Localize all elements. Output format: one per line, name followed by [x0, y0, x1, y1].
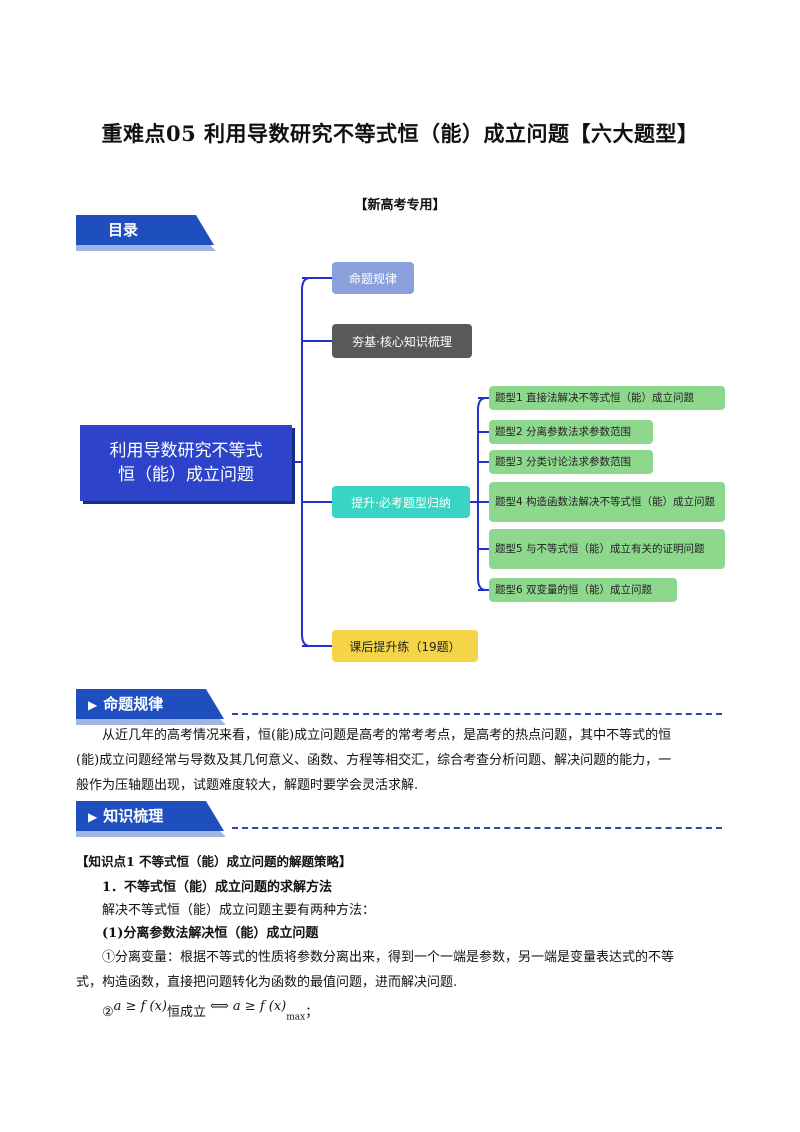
toc-header: 目录 [76, 215, 214, 251]
formula-sub-max: max [286, 1012, 306, 1023]
knowledge-heading-2: (1)分离参数法解决恒（能）成立问题 [102, 926, 319, 941]
toc-header-label: 目录 [76, 215, 214, 245]
formula-end: ； [305, 1005, 319, 1020]
knowledge-p2-line-1: ①分离变量：根据不等式的性质将参数分离出来，得到一个一端是参数，另一端是变量表达… [102, 950, 675, 965]
toc-root-node[interactable]: 利用导数研究不等式 恒（能）成立问题 [80, 425, 292, 501]
toc-branch-types[interactable]: 提升·必考题型归纳 [332, 486, 470, 518]
line-trunk [301, 277, 311, 647]
section-rule-divider [232, 713, 722, 715]
toc-type-2[interactable]: 题型2 分离参数法求参数范围 [489, 420, 653, 444]
toc-type-4[interactable]: 题型4 构造函数法解决不等式恒（能）成立问题 [489, 482, 725, 522]
knowledge-paragraph-2: ①分离变量：根据不等式的性质将参数分离出来，得到一个一端是参数，另一端是变量表达… [76, 945, 726, 995]
toc-type-1[interactable]: 题型1 直接法解决不等式恒（能）成立问题 [489, 386, 725, 410]
toc-type-3[interactable]: 题型3 分类讨论法求参数范围 [489, 450, 653, 474]
formula-mid-text: 恒成立 [166, 1005, 206, 1020]
toc-branch-knowledge[interactable]: 夯基·核心知识梳理 [332, 324, 472, 358]
section-rule-paragraph: 从近几年的高考情况来看，恒(能)成立问题是高考的常考考点，是高考的热点问题，其中… [76, 723, 726, 798]
formula-rhs: a ≥ f (x) [232, 999, 287, 1014]
page-subtitle: 【新高考专用】 [354, 198, 446, 213]
section-rule-header: ▶ 命题规律 [76, 689, 224, 725]
line-subtrunk-v [477, 397, 487, 591]
toc-branch-rule[interactable]: 命题规律 [332, 262, 414, 294]
play-icon: ▶ [88, 810, 98, 824]
knowledge-p2-line-2: 式，构造函数，直接把问题转化为函数的最值问题，进而解决问题. [76, 975, 458, 990]
knowledge-heading-1: 1．不等式恒（能）成立问题的求解方法 [102, 880, 333, 895]
toc-branch-practice[interactable]: 课后提升练（19题） [332, 630, 478, 662]
knowledge-paragraph-1: 解决不等式恒（能）成立问题主要有两种方法： [102, 903, 376, 918]
toc-type-5[interactable]: 题型5 与不等式恒（能）成立有关的证明问题 [489, 529, 725, 569]
section-knowledge-title: 知识梳理 [103, 807, 164, 825]
section-knowledge-header: ▶ 知识梳理 [76, 801, 224, 837]
page-title: 重难点05 利用导数研究不等式恒（能）成立问题【六大题型】 [101, 121, 699, 146]
formula-lhs: a ≥ f (x) [113, 999, 167, 1014]
knowledge-point-title: 【知识点1 不等式恒（能）成立问题的解题策略】 [76, 854, 352, 869]
rule-line-2: (能)成立问题经常与导数及其几何意义、函数、方程等相交汇，综合考查分析问题、解决… [76, 753, 672, 768]
play-icon: ▶ [88, 698, 98, 712]
knowledge-formula-line: ②a ≥ f (x)恒成立 ⟺ a ≥ f (x)max； [102, 999, 319, 1031]
formula-iff-arrow: ⟺ [210, 999, 229, 1014]
rule-line-3: 般作为压轴题出现，试题难度较大，解题时要学会灵活求解. [76, 778, 419, 793]
section-knowledge-divider [232, 827, 722, 829]
toc-root-line1: 利用导数研究不等式 [109, 441, 263, 461]
toc-mindmap-lines [290, 277, 489, 647]
toc-root-line2: 恒（能）成立问题 [118, 465, 254, 485]
formula-number: ② [102, 1005, 114, 1020]
toc-type-6[interactable]: 题型6 双变量的恒（能）成立问题 [489, 578, 677, 602]
section-rule-title: 命题规律 [103, 695, 164, 713]
rule-line-1: 从近几年的高考情况来看，恒(能)成立问题是高考的常考考点，是高考的热点问题，其中… [102, 728, 672, 743]
